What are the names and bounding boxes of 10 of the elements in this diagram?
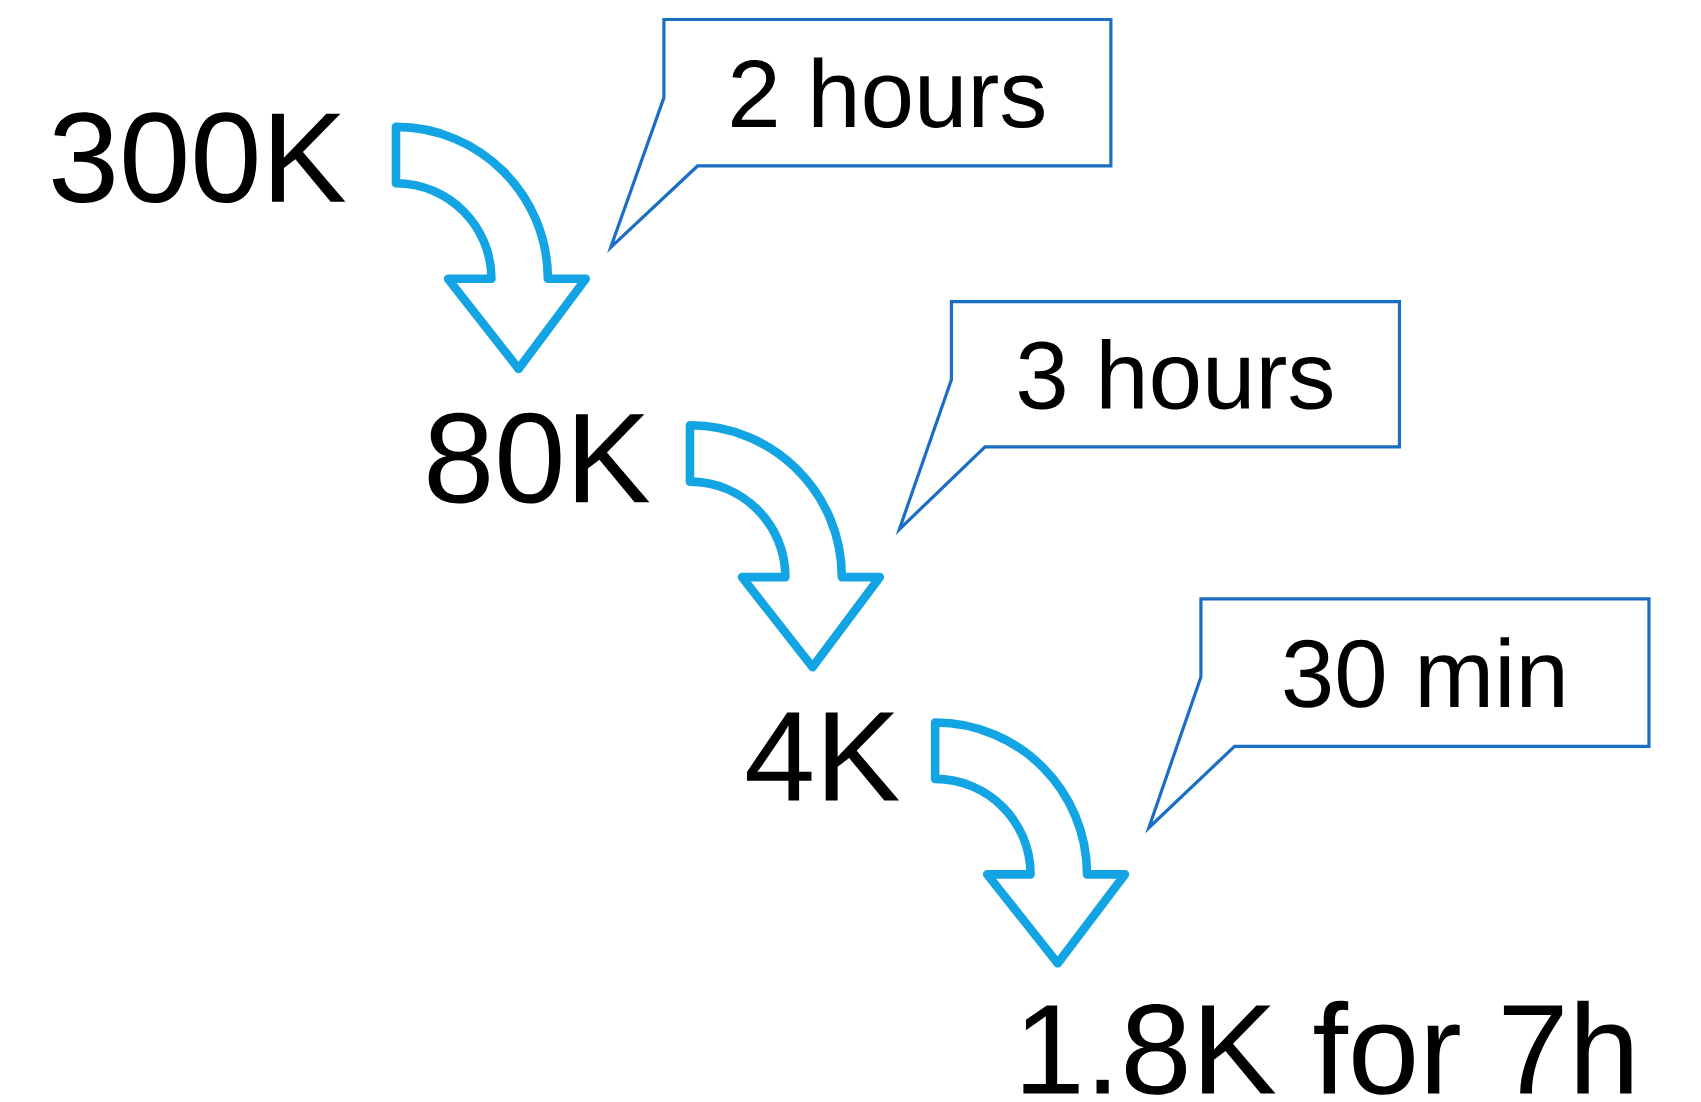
curved-arrow [391,122,591,374]
value-text: 80K [428,412,650,504]
value-text: 1.8K for 7h [1023,1000,1632,1095]
callout-box: 30 min [1145,597,1651,834]
value-text: 4K [746,712,900,801]
curved-arrow [930,718,1130,968]
callout-box: 3 hours [895,299,1402,536]
callout-box: 2 hours [607,17,1113,253]
value-text: 300K [52,112,346,203]
curved-arrow [685,420,885,672]
